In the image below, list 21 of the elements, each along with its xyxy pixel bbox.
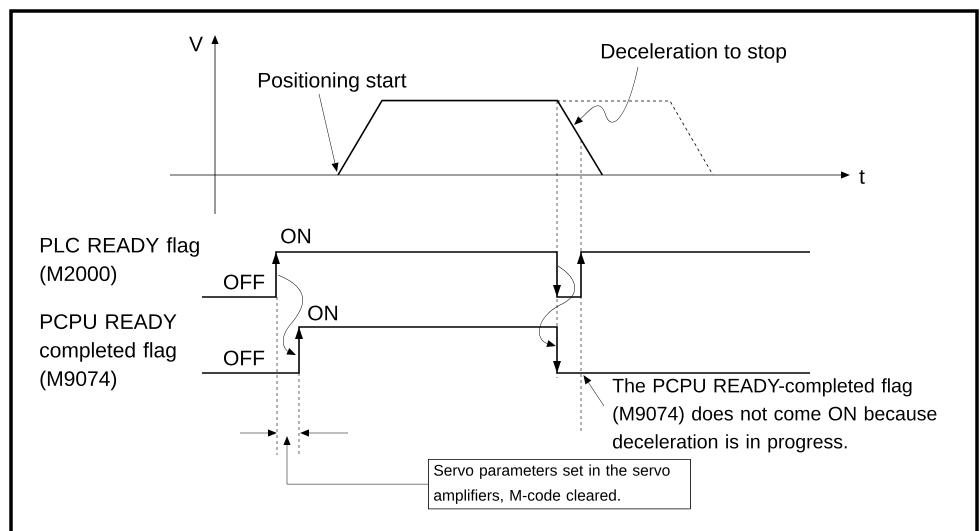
- note-text: The PCPU READY-completed flag (M9074) does not come ON because deceleration is in progress.: [612, 378, 936, 452]
- causal-arrow: [539, 266, 575, 347]
- signal-state: OFF: [224, 274, 264, 290]
- signal-waveform: [202, 251, 810, 298]
- leader-line: [574, 66, 638, 125]
- leader-line: [584, 375, 604, 406]
- signal-state: ON: [308, 306, 338, 320]
- leader-line: [318, 94, 338, 172]
- axis-label: t: [859, 170, 865, 184]
- signal-name: PLC READY flag (M2000): [40, 237, 199, 286]
- note-box: Servo parameters set in the servo amplifiers, M-code cleared.: [428, 459, 691, 510]
- signal-state: OFF: [224, 350, 264, 366]
- causal-arrow: [278, 274, 303, 355]
- axis-label: V: [189, 36, 203, 52]
- signal-name: PCPU READY completed flag (M9074): [40, 314, 176, 390]
- callout-text: Deceleration to stop: [602, 43, 786, 63]
- signal-state: ON: [281, 228, 310, 244]
- leader-line: [284, 436, 428, 484]
- velocity-curve: [337, 100, 604, 176]
- callout-text: Positioning start: [258, 72, 406, 92]
- signal-waveform: [202, 326, 810, 374]
